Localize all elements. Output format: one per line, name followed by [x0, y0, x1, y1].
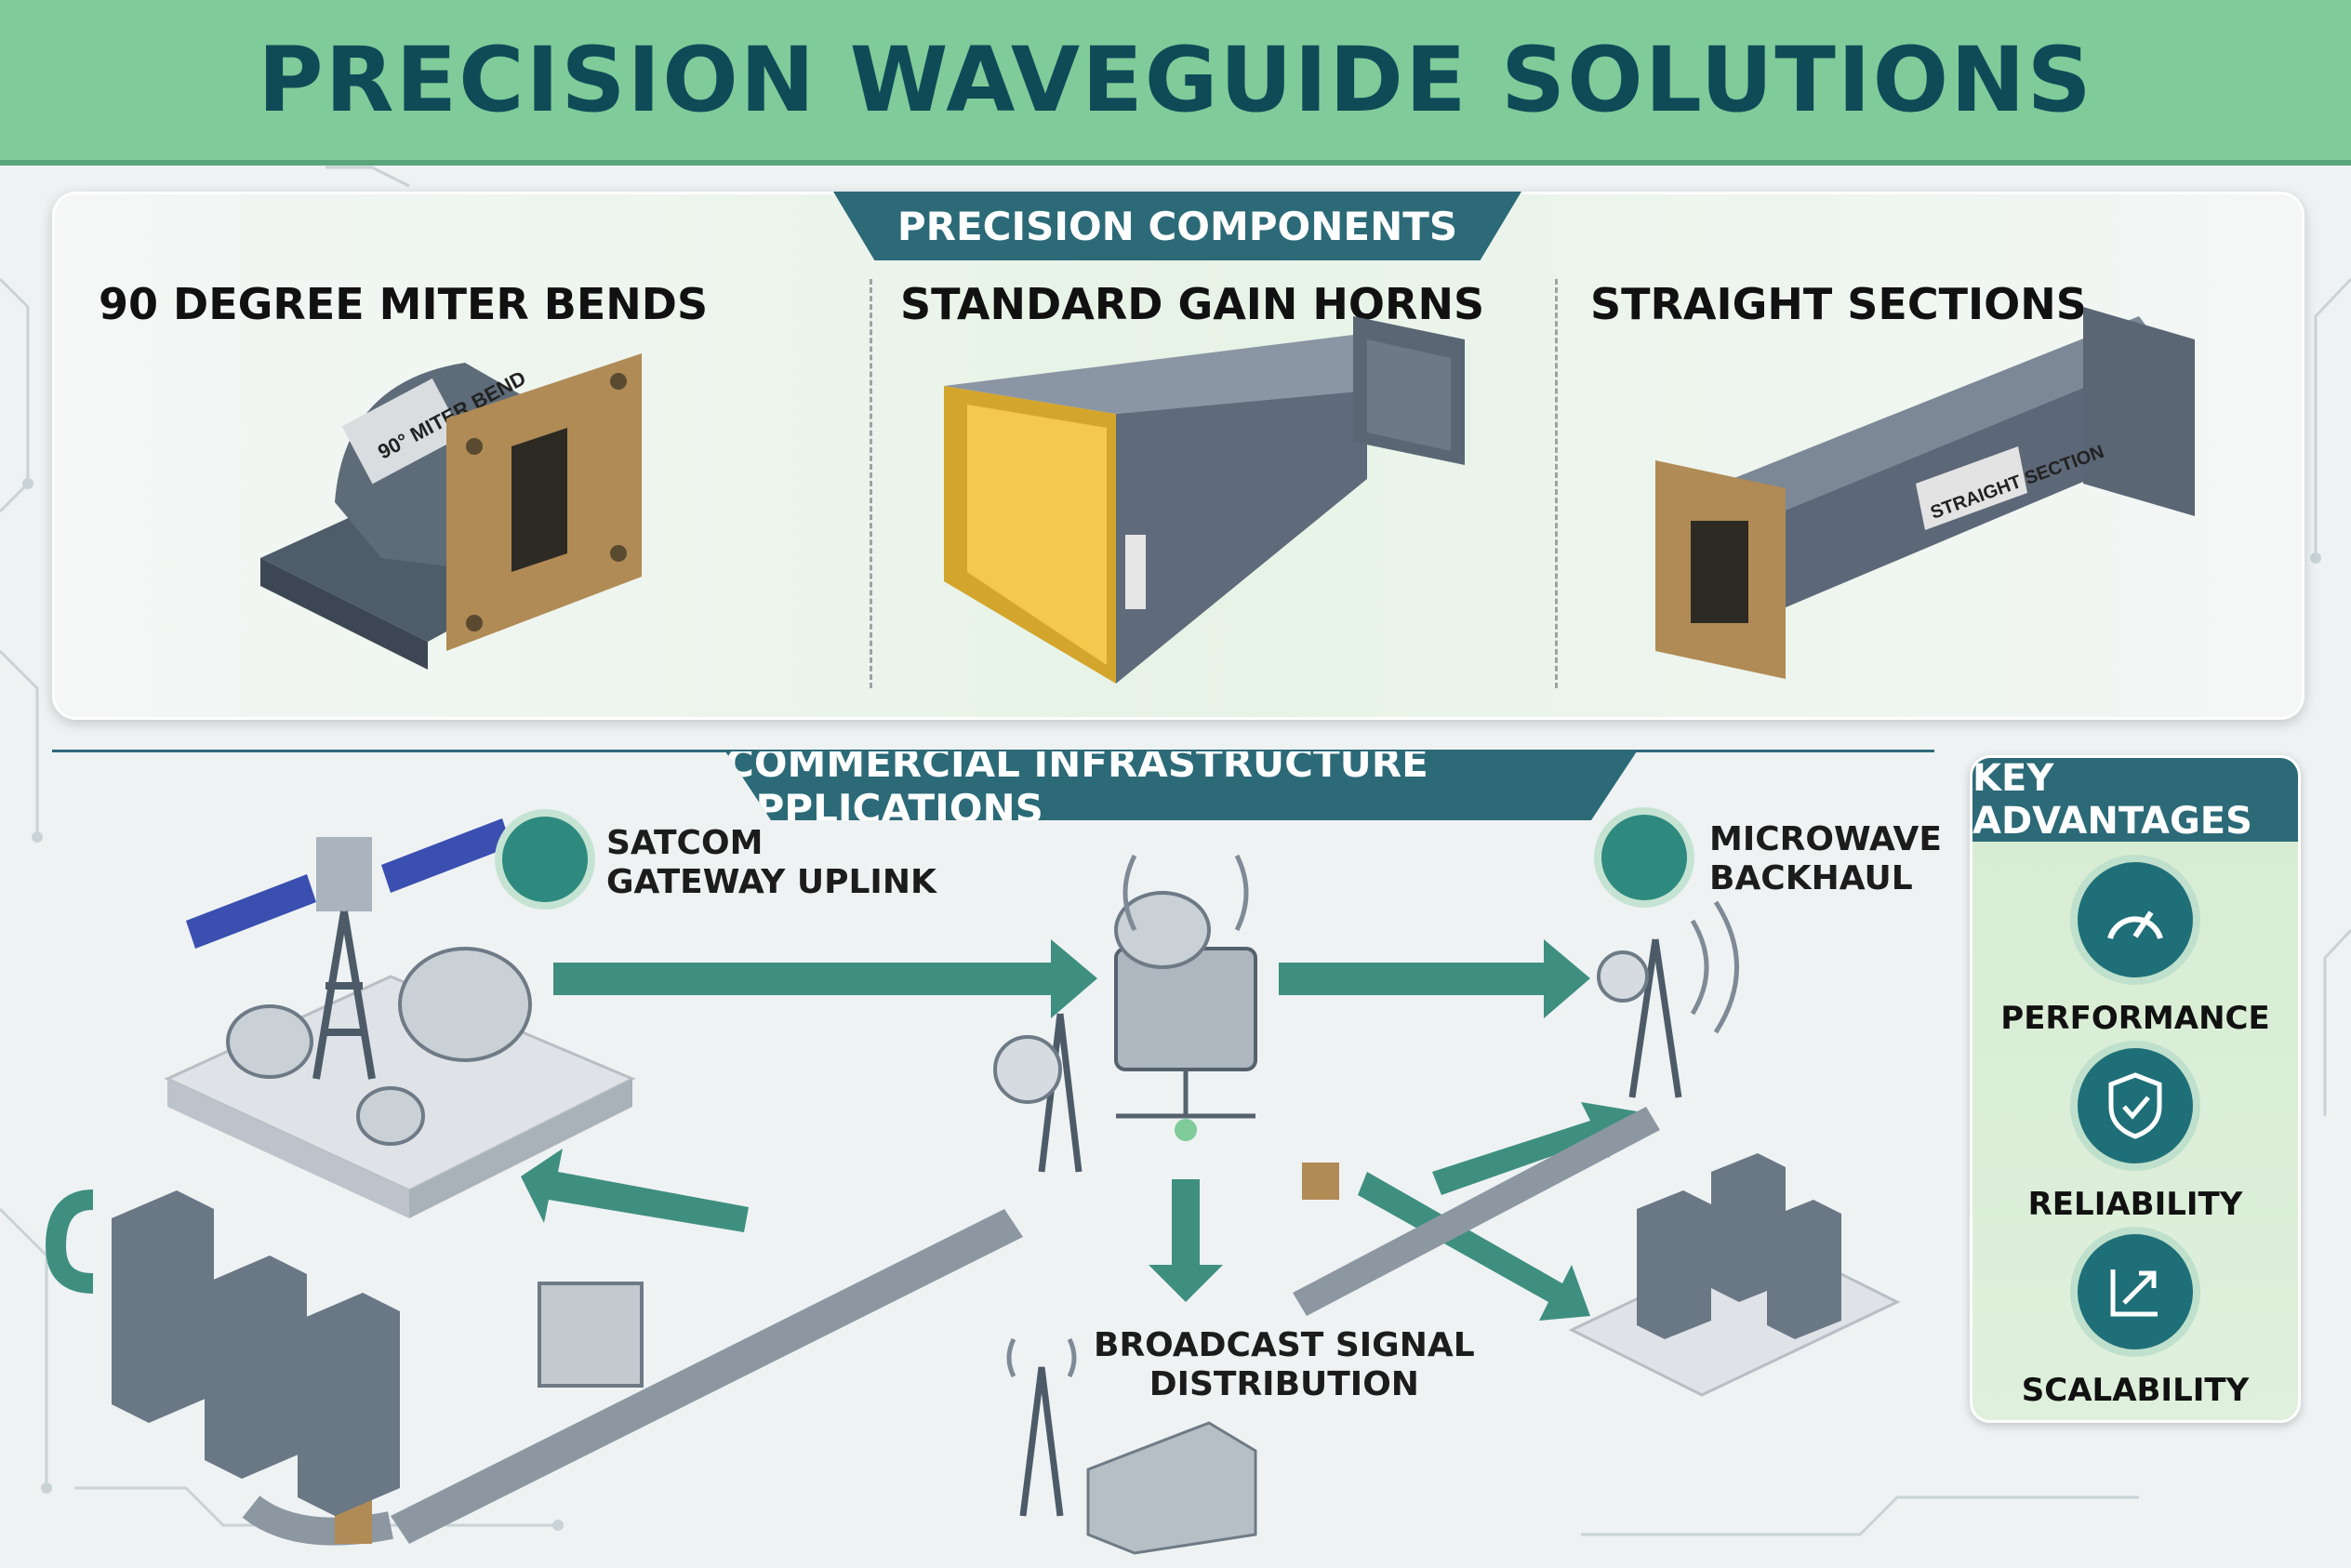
miter-bend-title: 90 DEGREE MITER BENDS — [99, 279, 709, 329]
section-separator — [52, 750, 1934, 752]
divider — [870, 279, 872, 688]
key-advantages-title: KEY ADVANTAGES — [1972, 758, 2298, 843]
scale-arrow-icon — [2078, 1234, 2193, 1349]
shield-check-icon — [2078, 1048, 2193, 1163]
applications-section-tab: COMMERCIAL INFRASTRUCTURE APPLICATIONS — [725, 751, 1637, 820]
advantage-label: SCALABILITY — [2021, 1372, 2250, 1409]
gauge-icon — [2078, 862, 2193, 977]
advantage-performance: PERFORMANCE — [1972, 862, 2298, 1037]
gain-horn-image — [944, 316, 1465, 684]
advantage-label: RELIABILITY — [2027, 1186, 2243, 1223]
divider — [1555, 279, 1558, 688]
microwave-label: MICROWAVE BACKHAUL — [1709, 820, 1942, 897]
advantage-scalability: SCALABILITY — [1972, 1234, 2298, 1409]
infrastructure-scene — [45, 818, 1901, 1555]
satellite-icon — [502, 817, 588, 902]
miter-bend-image: 90° MITER BEND — [260, 353, 642, 670]
page-title: PRECISION WAVEGUIDE SOLUTIONS — [258, 28, 2093, 132]
gain-horn-title: STANDARD GAIN HORNS — [900, 279, 1485, 329]
broadcast-label: BROADCAST SIGNAL DISTRIBUTION — [1094, 1326, 1475, 1403]
header-banner: PRECISION WAVEGUIDE SOLUTIONS — [0, 0, 2351, 166]
straight-section-image: STRAIGHT SECTION — [1655, 307, 2195, 679]
key-advantages-panel: KEY ADVANTAGES PERFORMANCE RELIABILITY S… — [1970, 755, 2301, 1423]
satellite-icon — [186, 818, 511, 949]
components-section-tab: PRECISION COMPONENTS — [833, 192, 1521, 260]
advantage-reliability: RELIABILITY — [1972, 1048, 2298, 1223]
megaphone-icon — [1601, 815, 1687, 900]
advantage-label: PERFORMANCE — [2000, 1000, 2270, 1037]
straight-section-title: STRAIGHT SECTIONS — [1590, 279, 2087, 329]
satcom-label: SATCOM GATEWAY UPLINK — [606, 824, 936, 901]
